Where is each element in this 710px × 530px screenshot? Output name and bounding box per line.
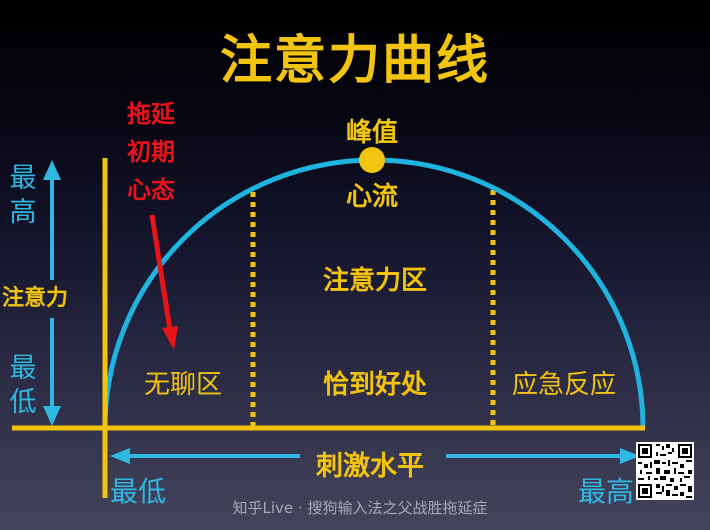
peak-label: 峰值 (345, 118, 398, 148)
y-arrow-up-head-icon (43, 160, 61, 180)
note-line-2: 初期 (127, 138, 175, 166)
x-arrow-right-head-icon (620, 448, 640, 464)
qr-code-icon[interactable] (636, 442, 694, 500)
page-title: 注意力曲线 (219, 31, 490, 91)
zone-attention: 注意力区 (322, 266, 427, 296)
y-axis-low-label: 最低 (9, 353, 37, 418)
y-axis-high-label: 最高 (9, 163, 37, 228)
x-arrow-left-head-icon (110, 448, 130, 464)
red-arrow (149, 214, 173, 331)
red-arrow-head-icon (162, 326, 178, 350)
note-line-1: 拖延 (127, 100, 175, 128)
zone-boredom: 无聊区 (143, 370, 222, 400)
y-axis-title: 注意力 (2, 286, 69, 311)
zone-just-right: 恰到好处 (322, 370, 427, 400)
procrastination-note: 拖延 初期 心态 (116, 95, 186, 209)
peak-dot (359, 147, 385, 173)
y-arrow-down-head-icon (43, 406, 61, 426)
note-line-3: 心态 (127, 176, 175, 204)
x-axis-title: 刺激水平 (316, 451, 424, 482)
x-axis-high-label: 最高 (578, 475, 635, 508)
zone-emergency: 应急反应 (511, 370, 616, 400)
x-axis-low-label: 最低 (110, 475, 167, 508)
watermark: 知乎Live · 搜狗输入法之父战胜拖延症 (232, 499, 488, 517)
flow-label: 心流 (345, 182, 398, 212)
